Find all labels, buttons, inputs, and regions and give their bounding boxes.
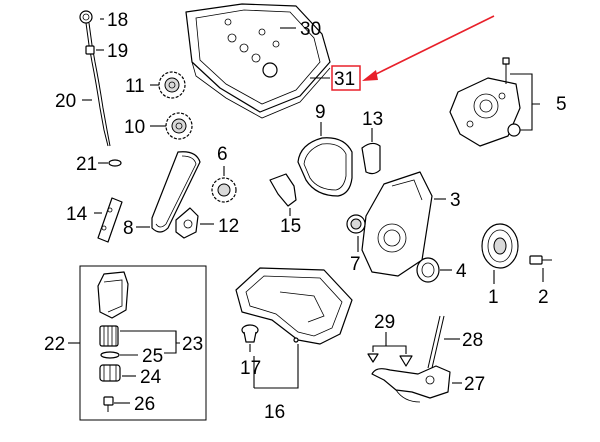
callout-9: 9 [315,102,326,123]
callout-31: 31 [334,69,355,90]
callout-30: 30 [300,19,321,40]
timing-belt-left [151,151,201,233]
dipstick [79,10,122,167]
red-pointer-arrowhead [362,70,378,81]
callout-15: 15 [280,216,301,237]
callout-10: 10 [124,117,145,138]
camshaft-seal [346,214,366,234]
oil-filter-housing [97,271,129,319]
oil-filter-assembly-box [68,265,207,421]
belt-idler-guide [361,142,381,175]
callout-8: 8 [123,218,134,239]
timing-belt-right [297,137,353,197]
callout-19: 19 [107,41,128,62]
drain-bolt [103,396,114,412]
callout-18: 18 [107,10,128,31]
callout-22: 22 [44,334,65,355]
valve-cover [185,3,331,119]
camshaft-gear-lower [165,112,193,140]
pulley-bolt [529,255,552,265]
clamp-right [399,355,413,367]
callout-2: 2 [538,287,549,308]
oil-filter-element [99,325,119,347]
callout-27: 27 [464,374,485,395]
clamp-left [367,353,379,363]
callout-29: 29 [374,312,395,333]
callout-28: 28 [462,330,483,351]
crank-sprocket [211,177,237,203]
callout-5: 5 [556,94,567,115]
callout-20: 20 [55,91,76,112]
oil-pan [235,267,353,345]
callout-21: 21 [76,154,97,175]
callout-26: 26 [134,394,155,415]
callout-11: 11 [125,76,145,97]
callout-23: 23 [182,334,203,355]
oil-pump [449,57,521,147]
callout-25: 25 [142,346,163,367]
camshaft-gear-upper [158,71,186,99]
callout-24: 24 [140,367,162,388]
dipstick-tube [427,315,445,369]
belt-guide [97,197,123,243]
drain-plug [241,324,259,343]
crankshaft-pulley [481,223,519,269]
callout-16: 16 [264,402,285,423]
belt-tensioner [175,207,199,239]
callout-13: 13 [362,109,383,130]
callout-3: 3 [450,190,461,211]
callout-4: 4 [456,261,467,282]
callout-14: 14 [66,204,88,225]
callout-17: 17 [240,358,261,379]
red-pointer-arrow [371,15,495,77]
callout-12: 12 [218,216,239,237]
filter-cap [99,364,121,382]
bracket [269,173,297,207]
callout-6: 6 [217,144,228,165]
callout-7: 7 [350,254,361,275]
o-ring [100,351,120,359]
callout-labels: 18 19 20 21 30 31 11 10 9 13 5 6 3 14 8 … [44,10,567,423]
callout-1: 1 [488,287,499,308]
callout-31-highlight [331,65,361,91]
oil-pickup [371,365,451,403]
crankshaft-seal [416,257,440,283]
